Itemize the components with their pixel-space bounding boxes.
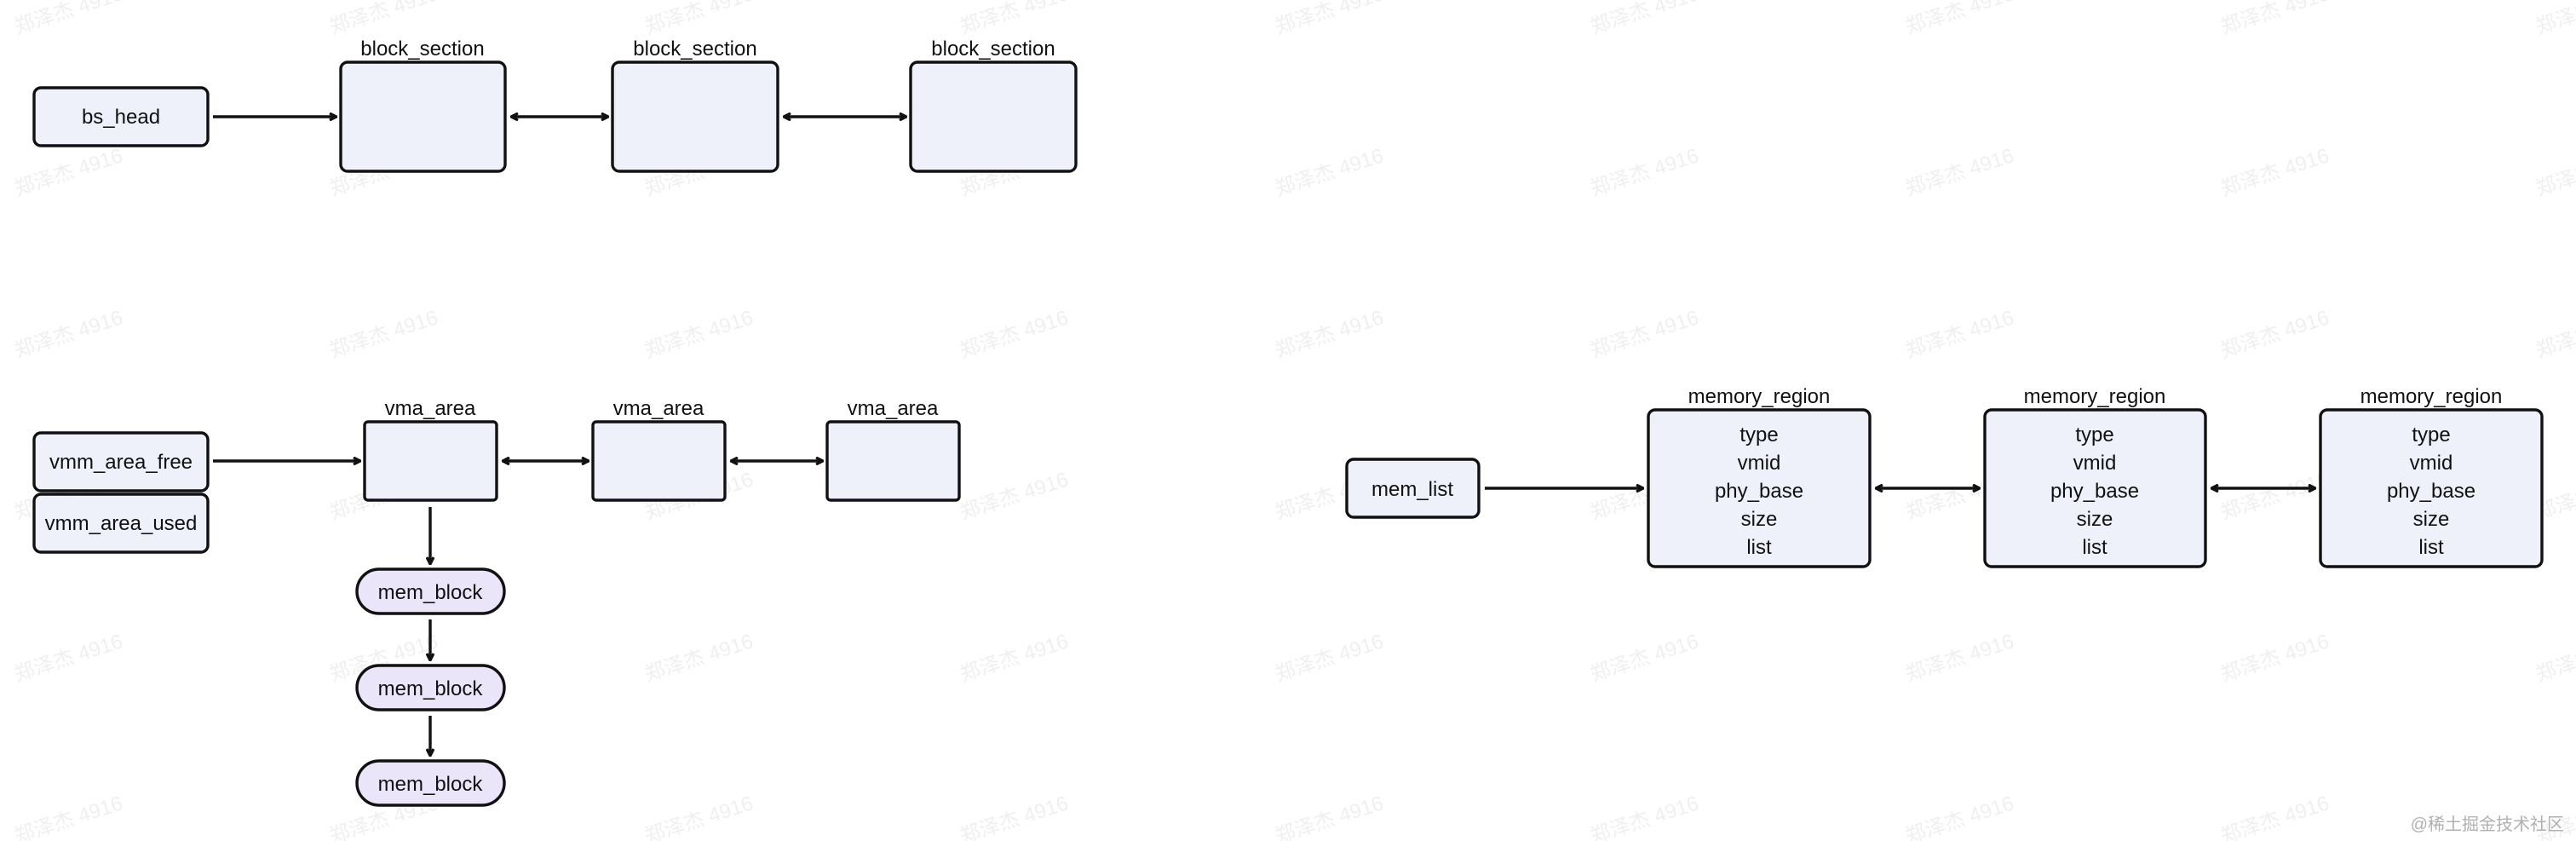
field-vmid: vmid	[2410, 452, 2453, 475]
block-section-caption: block_section	[360, 37, 484, 60]
block-section-node[interactable]	[339, 60, 507, 173]
watermark-text: 郑泽杰 4916	[957, 630, 1072, 686]
vma-area-caption: vma_area	[848, 397, 939, 420]
watermark-text: 郑泽杰 4916	[1588, 144, 1702, 200]
field-phy-base: phy_base	[2050, 480, 2139, 503]
field-size: size	[2413, 508, 2450, 531]
watermark-text: 郑泽杰 4916	[2218, 0, 2332, 39]
watermark-text: 郑泽杰 4916	[1588, 0, 1702, 39]
watermark-text: 郑泽杰 4916	[2218, 630, 2332, 686]
vmm-area-free-label: vmm_area_free	[49, 451, 193, 474]
vmm-area-used-label: vmm_area_used	[45, 512, 198, 535]
mem-block-label: mem_block	[378, 677, 484, 700]
watermark-text: 郑泽杰 4916	[1273, 792, 1387, 841]
watermark-text: 郑泽杰 4916	[12, 144, 126, 200]
watermark-text: 郑泽杰 4916	[642, 792, 756, 841]
field-phy-base: phy_base	[1715, 480, 1803, 503]
watermark-text: 郑泽杰 4916	[12, 306, 126, 362]
watermark-text: 郑泽杰 4916	[12, 0, 126, 39]
field-type: type	[1739, 423, 1778, 446]
block-section-caption: block_section	[633, 37, 756, 60]
block-section-node[interactable]	[611, 60, 779, 173]
field-vmid: vmid	[1738, 452, 1781, 475]
watermark-text: 郑泽杰 4916	[642, 306, 756, 362]
memory-region-node[interactable]	[1647, 408, 1872, 568]
vma-area-diagram: vmm_area_free vmm_area_used vma_area vma…	[32, 397, 961, 807]
field-size: size	[1741, 508, 1778, 531]
watermark-text: 郑泽杰 4916	[957, 306, 1072, 362]
watermark-text: 郑泽杰 4916	[642, 0, 756, 39]
mem-list-node[interactable]	[1345, 458, 1481, 519]
vmm-area-used-node[interactable]	[32, 493, 210, 554]
bs-head-label: bs_head	[82, 106, 160, 129]
watermark-text: 郑泽杰 4916	[12, 792, 126, 841]
watermark-text: 郑泽杰 4916	[1273, 306, 1387, 362]
vmm-area-free-node[interactable]	[32, 431, 210, 493]
watermark-text: 郑泽杰 4916	[2533, 144, 2576, 200]
watermark-text: 郑泽杰 4916	[1273, 630, 1387, 686]
watermark-text: 郑泽杰 4916	[2533, 630, 2576, 686]
field-type: type	[2075, 423, 2113, 446]
field-phy-base: phy_base	[2387, 480, 2475, 503]
vma-area-node[interactable]	[591, 420, 727, 502]
watermark-text: 郑泽杰 4916	[2218, 468, 2332, 524]
watermark-text: 郑泽杰 4916	[1903, 630, 2017, 686]
watermark-text: 郑泽杰 4916	[2533, 0, 2576, 39]
watermark-text: 郑泽杰 4916	[327, 0, 441, 39]
watermark-text: 郑泽杰 4916	[2218, 306, 2332, 362]
mem-block-node[interactable]	[355, 567, 506, 615]
watermark-text: 郑泽杰 4916	[1903, 144, 2017, 200]
mem-block-node[interactable]	[355, 759, 506, 807]
field-list: list	[2082, 536, 2107, 559]
memory-region-caption: memory_region	[2024, 385, 2166, 408]
memory-region-node[interactable]	[1983, 408, 2207, 568]
mem-block-label: mem_block	[378, 581, 484, 604]
vma-area-caption: vma_area	[385, 397, 476, 420]
block-section-caption: block_section	[931, 37, 1055, 60]
field-type: type	[2412, 423, 2450, 446]
memory-region-node[interactable]	[2319, 408, 2544, 568]
watermark-text: 郑泽杰 4916	[2218, 144, 2332, 200]
watermark-text: 郑泽杰 4916	[1273, 144, 1387, 200]
bs-head-node[interactable]	[32, 86, 210, 147]
watermark-text: 郑泽杰 4916	[642, 630, 756, 686]
block-section-node[interactable]	[909, 60, 1078, 173]
vma-area-node[interactable]	[825, 420, 961, 502]
watermark-text: 郑泽杰 4916	[957, 0, 1072, 39]
field-vmid: vmid	[2073, 452, 2117, 475]
watermark-text: 郑泽杰 4916	[2533, 306, 2576, 362]
memory-region-diagram: mem_list memory_region type vmid phy_bas…	[1345, 385, 2544, 568]
mem-list-label: mem_list	[1371, 478, 1453, 501]
vma-area-caption: vma_area	[613, 397, 704, 420]
watermark-text: 郑泽杰 4916	[12, 630, 126, 686]
watermark-text: 郑泽杰 4916	[1588, 306, 1702, 362]
watermark-text: 郑泽杰 4916	[1903, 0, 2017, 39]
field-size: size	[2077, 508, 2113, 531]
watermark-text: 郑泽杰 4916	[1273, 0, 1387, 39]
watermark-text: 郑泽杰 4916	[1588, 630, 1702, 686]
watermark-text: 郑泽杰 4916	[957, 792, 1072, 841]
block-section-diagram: bs_head block_section block_section bloc…	[32, 37, 1078, 173]
mem-block-label: mem_block	[378, 773, 484, 796]
vma-area-node[interactable]	[363, 420, 498, 502]
watermark-text: 郑泽杰 4916	[2218, 792, 2332, 841]
field-list: list	[2418, 536, 2444, 559]
watermark-text: 郑泽杰 4916	[1903, 306, 2017, 362]
watermark-text: 郑泽杰 4916	[1903, 792, 2017, 841]
mem-block-node[interactable]	[355, 664, 506, 711]
credit-text: @稀土掘金技术社区	[2411, 815, 2564, 834]
memory-region-caption: memory_region	[2360, 385, 2503, 408]
watermark-text: 郑泽杰 4916	[1588, 792, 1702, 841]
field-list: list	[1746, 536, 1772, 559]
watermark-text: 郑泽杰 4916	[957, 468, 1072, 524]
watermark-text: 郑泽杰 4916	[327, 306, 441, 362]
memory-region-caption: memory_region	[1688, 385, 1831, 408]
